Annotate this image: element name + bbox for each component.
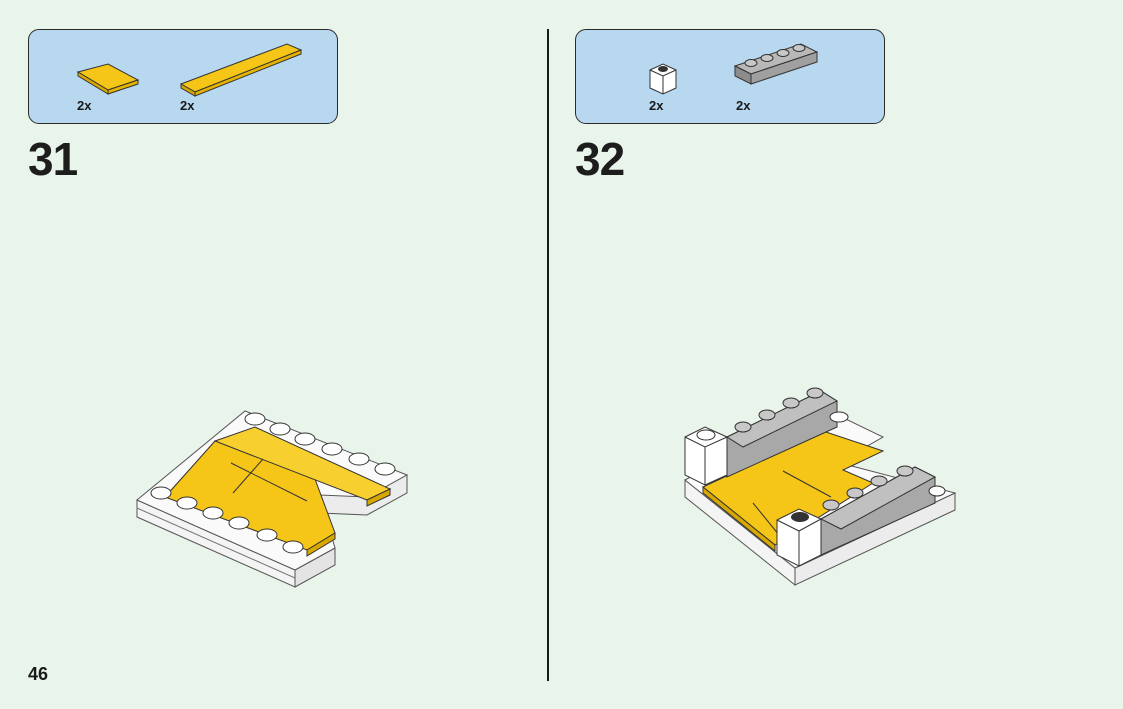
step-number: 32 bbox=[575, 133, 625, 185]
step-32-parts-box: 2x 2x bbox=[575, 29, 885, 124]
yellow-tile-1x6-icon bbox=[179, 43, 303, 97]
step-number: 31 bbox=[28, 133, 78, 185]
step-31-model-illustration bbox=[136, 410, 409, 588]
page-divider bbox=[547, 29, 549, 681]
step-32-model-illustration bbox=[684, 387, 957, 587]
white-brick-1x1-icon bbox=[649, 63, 677, 95]
step-31-parts-box: 2x 2x bbox=[28, 29, 338, 124]
page-number: 46 bbox=[28, 664, 49, 684]
yellow-tile-2x2-icon bbox=[76, 63, 140, 95]
part-quantity: 2x bbox=[736, 98, 751, 113]
gray-plate-1x4-icon bbox=[733, 43, 819, 85]
part-quantity: 2x bbox=[180, 98, 195, 113]
part-quantity: 2x bbox=[649, 98, 664, 113]
part-quantity: 2x bbox=[77, 98, 92, 113]
